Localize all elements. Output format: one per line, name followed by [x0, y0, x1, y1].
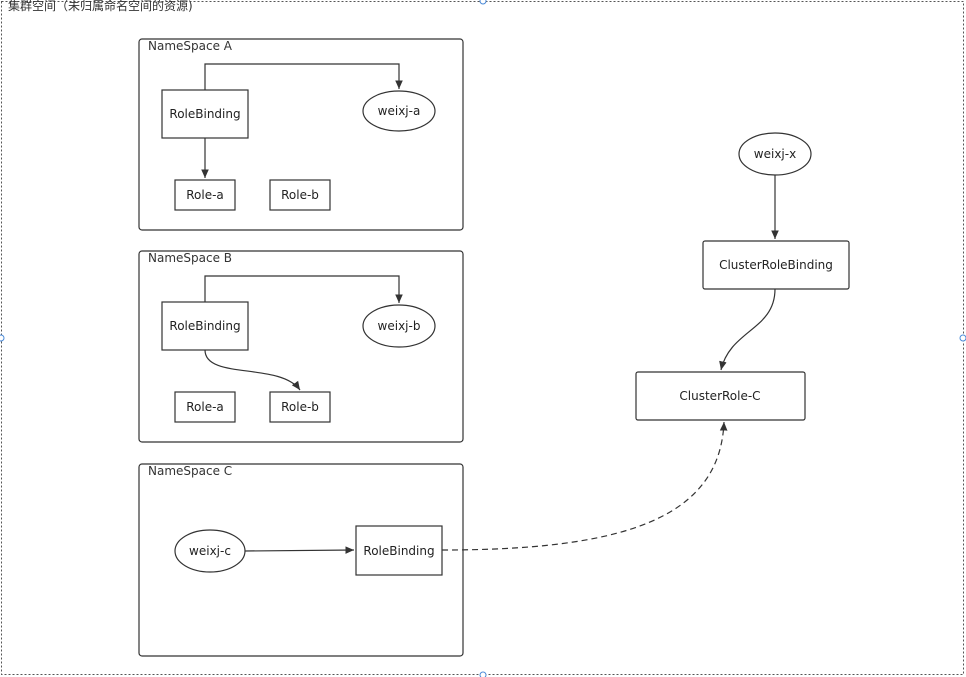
namespace-b-role-a-label: Role-a: [186, 400, 224, 414]
namespace-b-rolebinding[interactable]: RoleBinding: [161, 301, 249, 351]
cluster-title: 集群空间（未归属命名空间的资源): [8, 0, 193, 13]
namespace-b[interactable]: NameSpace B RoleBinding weixj-b Role-a R…: [138, 250, 464, 443]
namespace-c-user[interactable]: weixj-c: [174, 529, 246, 573]
namespace-c-user-label: weixj-c: [189, 544, 231, 558]
edge-c-user-to-rolebinding[interactable]: [244, 546, 355, 554]
namespace-a-rolebinding-box: [161, 89, 249, 139]
namespace-a-rolebinding[interactable]: RoleBinding: [161, 89, 249, 139]
namespace-c-rolebinding-label: RoleBinding: [363, 544, 434, 558]
edge-b-rolebinding-to-user[interactable]: [204, 275, 403, 303]
namespace-a-role-a-box: [174, 179, 236, 211]
cluster-user-label: weixj-x: [754, 147, 796, 161]
namespace-a-role-b[interactable]: Role-b: [269, 179, 331, 211]
clusterrolebinding[interactable]: ClusterRoleBinding: [702, 240, 850, 290]
edge-clusterrolebinding-to-clusterrole[interactable]: [719, 288, 776, 371]
namespace-c-box: [138, 463, 464, 657]
clusterrolebinding-label: ClusterRoleBinding: [719, 258, 833, 272]
namespace-b-role-b-label: Role-b: [281, 400, 319, 414]
clusterrole-c-label: ClusterRole-C: [679, 389, 760, 403]
cluster-user[interactable]: weixj-x: [738, 132, 812, 176]
namespace-b-role-a[interactable]: Role-a: [174, 391, 236, 423]
namespace-b-user-label: weixj-b: [378, 319, 421, 333]
namespace-a-role-a[interactable]: Role-a: [174, 179, 236, 211]
namespace-b-user[interactable]: weixj-b: [362, 304, 436, 348]
namespace-b-role-b-box: [269, 391, 331, 423]
namespace-c-label: NameSpace C: [148, 464, 232, 478]
namespace-c-rolebinding-box: [355, 525, 443, 576]
namespace-c-rolebinding[interactable]: RoleBinding: [355, 525, 443, 576]
clusterrole-c-box: [635, 371, 806, 421]
namespace-a-label: NameSpace A: [148, 39, 233, 53]
namespace-b-user-ellipse: [362, 304, 436, 348]
namespace-a[interactable]: NameSpace A RoleBinding weixj-a Role-a R…: [138, 38, 464, 231]
resize-handle-bottom[interactable]: [479, 671, 487, 677]
namespace-b-rolebinding-label: RoleBinding: [169, 319, 240, 333]
namespace-a-role-a-label: Role-a: [186, 188, 224, 202]
namespace-a-role-b-box: [269, 179, 331, 211]
namespace-b-label: NameSpace B: [148, 251, 232, 265]
clusterrolebinding-box: [702, 240, 850, 290]
edge-c-rolebinding-to-clusterrole-dashed[interactable]: [441, 421, 728, 551]
namespace-a-user-label: weixj-a: [378, 104, 421, 118]
resize-handle-left[interactable]: [0, 334, 5, 342]
clusterrole-c[interactable]: ClusterRole-C: [635, 371, 806, 421]
namespace-a-user[interactable]: weixj-a: [362, 90, 436, 132]
resize-handle-top[interactable]: [479, 0, 487, 5]
namespace-b-role-a-box: [174, 391, 236, 423]
edge-a-rolebinding-to-user[interactable]: [204, 63, 403, 90]
namespace-a-role-b-label: Role-b: [281, 188, 319, 202]
namespace-a-user-ellipse: [362, 90, 436, 132]
resize-handle-right[interactable]: [959, 334, 966, 342]
namespace-c[interactable]: NameSpace C weixj-c RoleBinding: [138, 463, 464, 657]
namespace-b-role-b[interactable]: Role-b: [269, 391, 331, 423]
namespace-a-rolebinding-label: RoleBinding: [169, 107, 240, 121]
edge-b-rolebinding-to-role-b[interactable]: [204, 349, 301, 391]
